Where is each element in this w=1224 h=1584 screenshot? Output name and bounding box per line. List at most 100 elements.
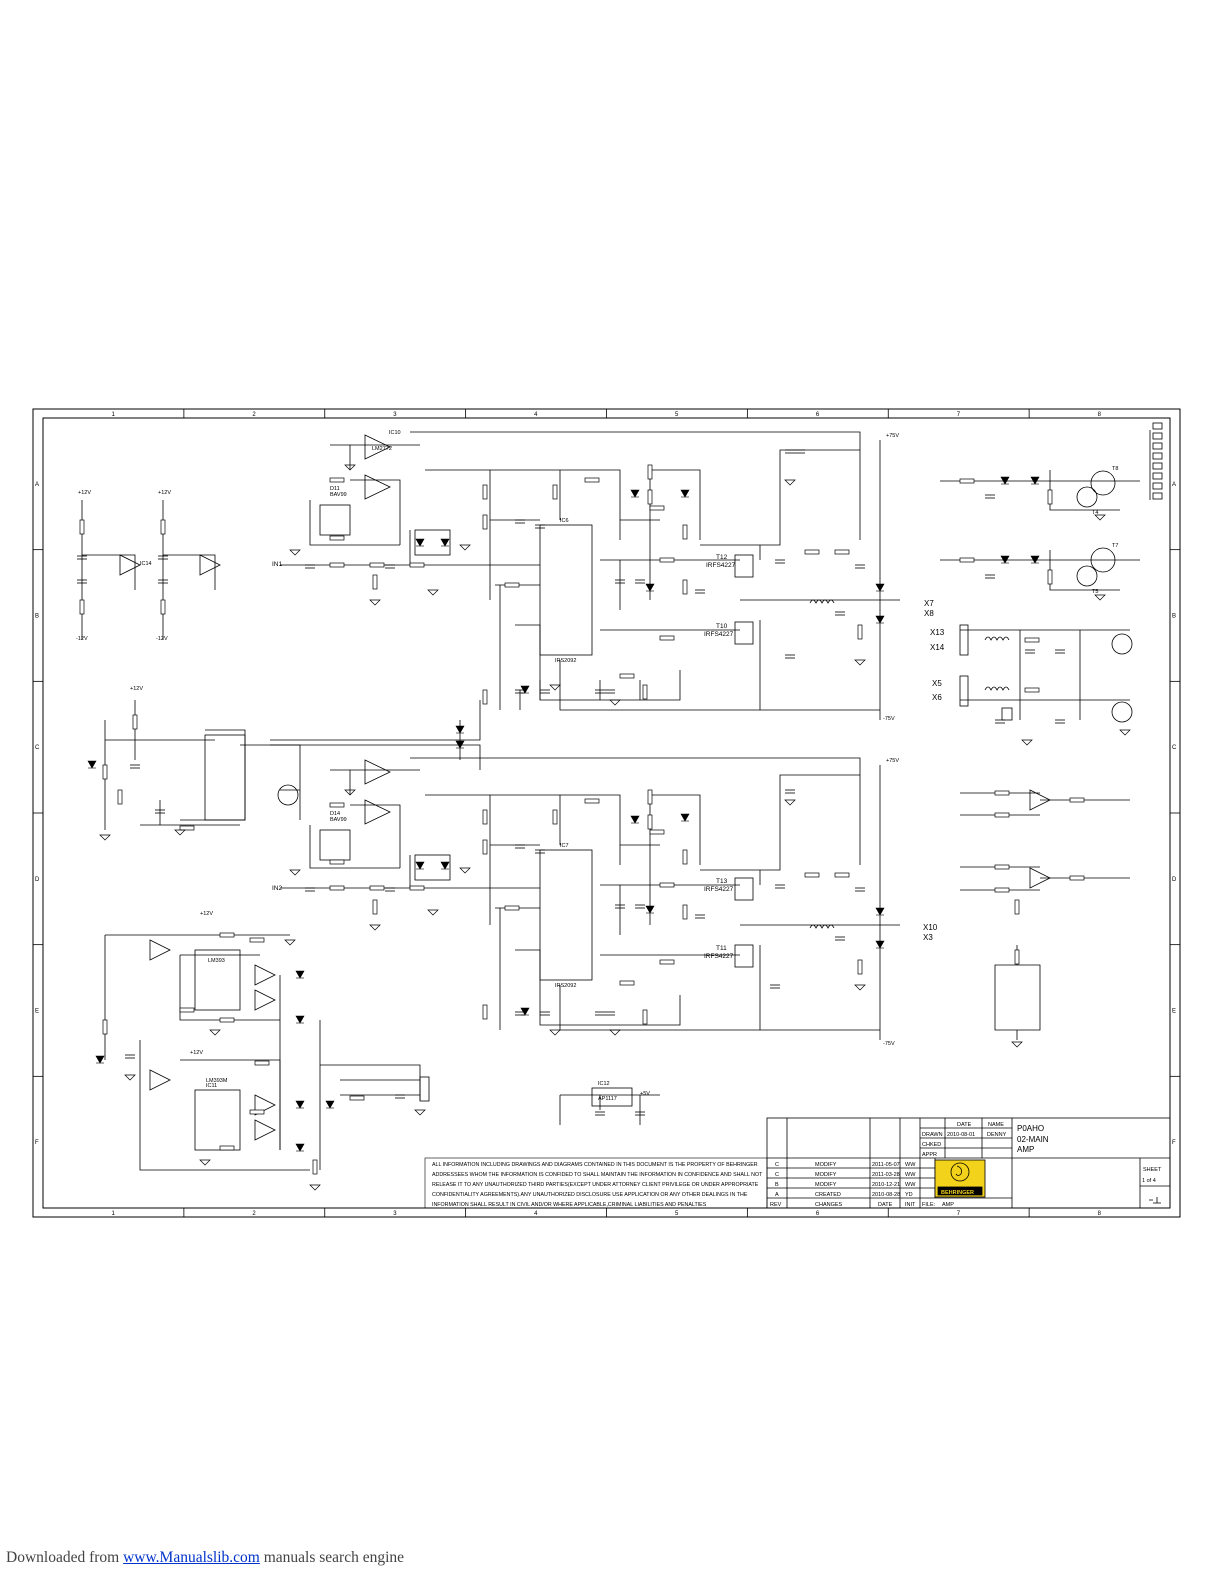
- revision-initials: WW: [905, 1182, 916, 1188]
- resistor: [1069, 797, 1085, 803]
- ground-symbol: [199, 1159, 211, 1166]
- op-ref: IC11: [206, 1083, 217, 1089]
- op-part: LM393M: [206, 1078, 228, 1084]
- grid-row-label: F: [1172, 1140, 1176, 1146]
- grid-column-label: 5: [675, 412, 679, 418]
- resistor: [959, 557, 975, 563]
- diode-ref: D11: [330, 486, 340, 492]
- wiring: [81, 430, 1151, 1171]
- resistor: [834, 549, 850, 555]
- revision-letter: C: [775, 1162, 779, 1168]
- resistor: [117, 789, 123, 805]
- resistor: [994, 864, 1010, 870]
- rail-label: -12V: [76, 636, 88, 642]
- resistor: [642, 1009, 648, 1025]
- tb-drawn-date: 2010-08-01: [947, 1132, 975, 1138]
- rail-label: -12V: [156, 636, 168, 642]
- ground-symbol: [344, 789, 356, 796]
- revision-change: CREATED: [815, 1192, 841, 1198]
- disclaimer-line: ALL INFORMATION INCLUDING DRAWINGS AND D…: [432, 1162, 758, 1168]
- resistor: [1069, 875, 1085, 881]
- ground-symbol: [99, 834, 111, 841]
- ground-symbol: [369, 924, 381, 931]
- capacitors: [77, 449, 1065, 1116]
- ground-symbol: [284, 939, 296, 946]
- download-footer: Downloaded from www.Manualslib.com manua…: [6, 1549, 404, 1567]
- diode: [415, 861, 425, 870]
- ground-symbol: [427, 589, 439, 596]
- tb-sub: AMP: [1017, 1145, 1034, 1154]
- resistor: [102, 1019, 108, 1035]
- diode-part: BAV99: [330, 492, 347, 498]
- connector-label: X5: [932, 679, 942, 688]
- grid-row-label: A: [35, 482, 39, 488]
- output-label: X7: [924, 599, 934, 608]
- resistor: [659, 635, 675, 641]
- disclaimer-line: CONFIDENTIALITY AGREEMENTS).ANY UNAUTHOR…: [432, 1192, 748, 1198]
- ground-symbol: [289, 869, 301, 876]
- transistor-ref: T4: [1092, 510, 1098, 516]
- diode: [875, 940, 885, 949]
- resistor: [994, 812, 1010, 818]
- fet-part: IRFS4227: [704, 953, 734, 960]
- tb-drawn-label: DRAWN: [922, 1132, 943, 1138]
- resistor: [482, 514, 488, 530]
- revision-letter: A: [775, 1192, 779, 1198]
- resistor: [619, 673, 635, 679]
- ic-part: IRS2092: [555, 983, 576, 989]
- resistor: [857, 959, 863, 975]
- grid-row-label: A: [1172, 482, 1176, 488]
- resistor: [482, 1004, 488, 1020]
- revision-initials: WW: [905, 1162, 916, 1168]
- resistor: [349, 1095, 365, 1101]
- grid-row-label: F: [35, 1140, 39, 1146]
- output-label: X8: [924, 609, 934, 618]
- resistor: [804, 872, 820, 878]
- grid-column-label: 7: [957, 412, 961, 418]
- resistor: [584, 798, 600, 804]
- ground-symbol: [459, 867, 471, 874]
- resistor: [647, 814, 653, 830]
- resistor: [994, 887, 1010, 893]
- resistors: [79, 464, 1085, 1175]
- diode-ref: D14: [330, 811, 340, 817]
- ground-symbol: [459, 544, 471, 551]
- rail-label: +75V: [886, 433, 899, 439]
- resistor: [682, 904, 688, 920]
- grid-column-label: 8: [1098, 1211, 1102, 1217]
- ground-symbol: [309, 1184, 321, 1191]
- grid-row-label: E: [35, 1009, 39, 1015]
- diode: [455, 740, 465, 749]
- resistor: [1014, 899, 1020, 915]
- resistor: [659, 959, 675, 965]
- ground-symbol: [549, 1029, 561, 1036]
- ground-symbol: [369, 599, 381, 606]
- reg-ref: IC12: [598, 1081, 610, 1087]
- diode: [455, 725, 465, 734]
- grid-column-label: 6: [816, 1211, 820, 1217]
- resistor: [132, 714, 138, 730]
- manualslib-link[interactable]: www.Manualslib.com: [123, 1549, 260, 1566]
- diode: [1000, 476, 1010, 485]
- diode: [645, 905, 655, 914]
- resistor: [804, 549, 820, 555]
- resistor: [857, 624, 863, 640]
- ground-symbol: [124, 1074, 136, 1081]
- resistor: [649, 829, 665, 835]
- resistor: [1047, 569, 1053, 585]
- tb-file-value: AMP: [942, 1202, 954, 1208]
- revision-initials: YD: [905, 1192, 913, 1198]
- resistor: [329, 562, 345, 568]
- grid-row-label: B: [1172, 614, 1176, 620]
- resistor: [369, 562, 385, 568]
- resistor: [584, 477, 600, 483]
- rail-label: -75V: [883, 1041, 895, 1047]
- confidentiality-notice: ALL INFORMATION INCLUDING DRAWINGS AND D…: [432, 1162, 763, 1208]
- ground-symbol: [549, 684, 561, 691]
- rail-label: +12V: [190, 1050, 203, 1056]
- resistor: [649, 505, 665, 511]
- resistor: [79, 519, 85, 535]
